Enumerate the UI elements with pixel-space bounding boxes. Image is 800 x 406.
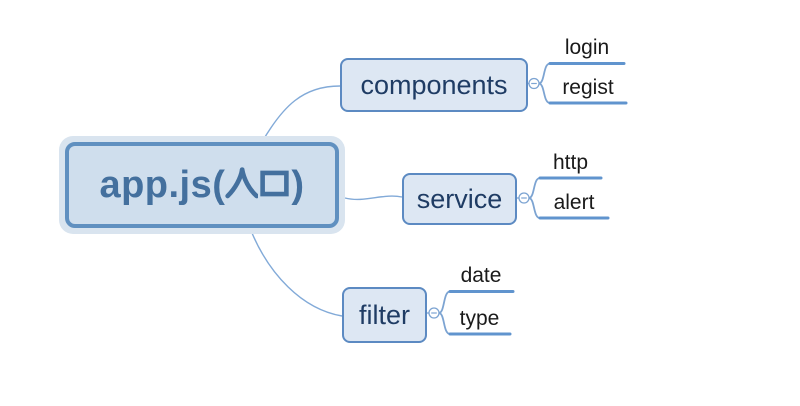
branch-label: service — [416, 183, 503, 214]
collapse-minus-icon[interactable] — [428, 307, 440, 319]
branch-node-components[interactable]: components — [340, 58, 528, 112]
collapse-minus-icon[interactable] — [528, 77, 540, 90]
cjk-glyph-ru-enter — [225, 167, 259, 199]
branch-label: filter — [358, 299, 410, 330]
branch-node-service[interactable]: service — [402, 173, 517, 225]
collapse-minus-icon[interactable] — [518, 192, 530, 204]
bracket-service-alert — [528, 197, 541, 219]
child-node-http[interactable]: http — [552, 150, 589, 174]
connector-root-components — [261, 85, 341, 143]
root-title-suffix: ) — [291, 164, 305, 206]
connector-root-filter — [251, 232, 343, 317]
bracket-filter-date — [438, 290, 451, 314]
child-node-regist[interactable]: regist — [562, 75, 614, 99]
bracket-components-regist — [538, 82, 551, 104]
bracket-service-http — [528, 177, 541, 199]
branch-label: components — [360, 69, 508, 100]
bracket-components-login — [538, 62, 551, 85]
root-node[interactable]: app.js( ) — [65, 142, 339, 228]
root-node-selection-halo: app.js( ) — [59, 136, 345, 234]
bracket-filter-type — [438, 312, 451, 335]
child-node-login[interactable]: login — [564, 36, 610, 59]
connector-root-service — [344, 195, 403, 201]
branch-node-filter[interactable]: filter — [342, 287, 427, 343]
child-node-alert[interactable]: alert — [553, 190, 595, 214]
cjk-glyph-kou-mouth — [260, 170, 290, 197]
root-title-prefix: app.js( — [99, 164, 226, 206]
child-node-type[interactable]: type — [459, 306, 500, 330]
child-node-date[interactable]: date — [460, 263, 502, 287]
root-title: app.js( ) — [99, 166, 304, 204]
